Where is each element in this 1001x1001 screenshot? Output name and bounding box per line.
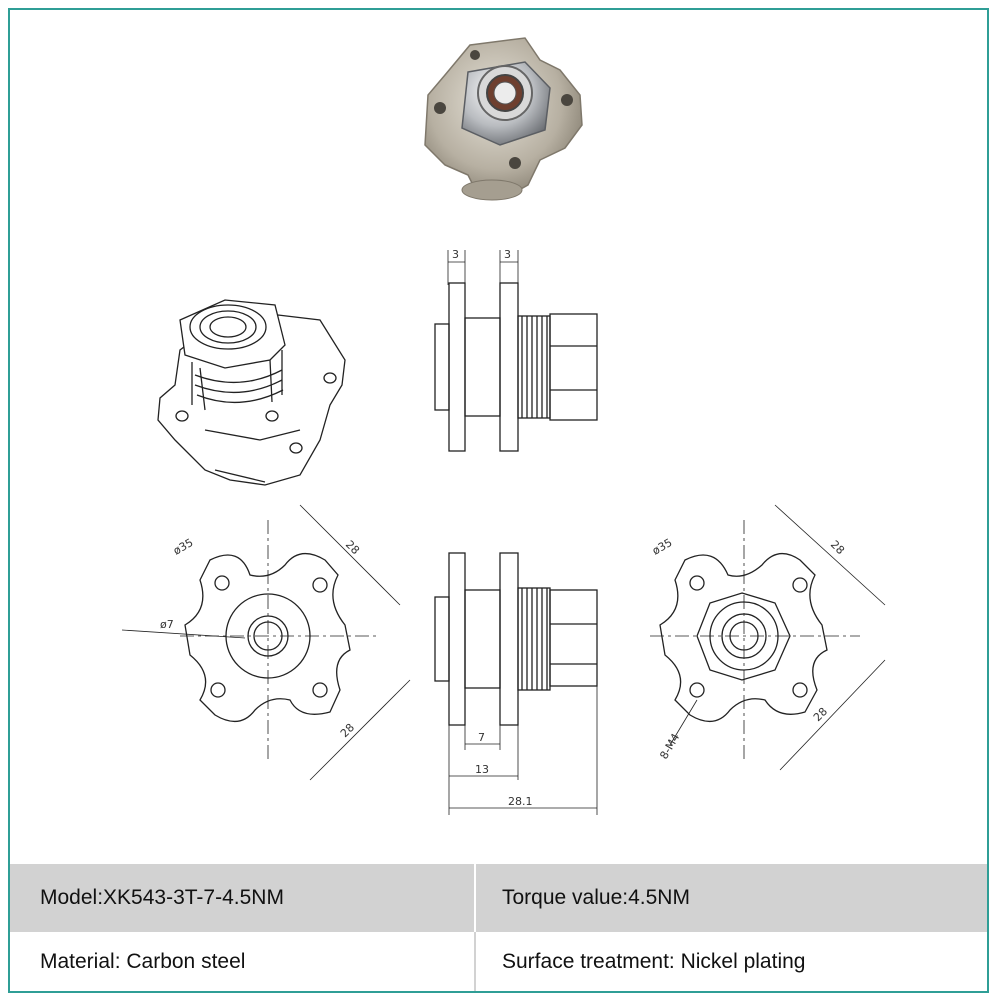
dim-top-width-right: 3: [504, 248, 511, 261]
dim-length-7: 7: [478, 731, 485, 744]
dim-left-outer-diameter: ø35: [171, 536, 195, 558]
technical-drawing: 3 3 ø35 28 ø7 28 7 13 28.1 ø35 28 28 8-M…: [121, 37, 886, 815]
spec-table: Model:XK543-3T-7-4.5NM Torque value:4.5N…: [10, 864, 987, 991]
dim-left-side-top: 28: [343, 538, 362, 557]
dim-left-bore-diameter: ø7: [160, 618, 174, 631]
left-front-view: [121, 504, 411, 781]
spec-surface: Surface treatment: Nickel plating: [476, 932, 987, 991]
spec-material: Material: Carbon steel: [10, 932, 476, 991]
dim-right-side-bottom: 28: [811, 705, 830, 724]
product-photo: [424, 37, 583, 201]
dim-right-thread: 8-M4: [657, 731, 682, 761]
dim-length-total: 28.1: [508, 795, 533, 808]
isometric-drawing: [157, 299, 346, 486]
spec-torque: Torque value:4.5NM: [476, 864, 987, 932]
spec-model: Model:XK543-3T-7-4.5NM: [10, 864, 476, 932]
dim-left-side-bottom: 28: [338, 721, 357, 740]
right-front-view: [650, 504, 886, 771]
bottom-side-view: [434, 552, 598, 815]
dim-top-width-left: 3: [452, 248, 459, 261]
top-side-view: [434, 250, 598, 452]
dim-length-13: 13: [475, 763, 489, 776]
dim-right-side-top: 28: [828, 538, 847, 557]
dim-right-outer-diameter: ø35: [650, 536, 674, 558]
